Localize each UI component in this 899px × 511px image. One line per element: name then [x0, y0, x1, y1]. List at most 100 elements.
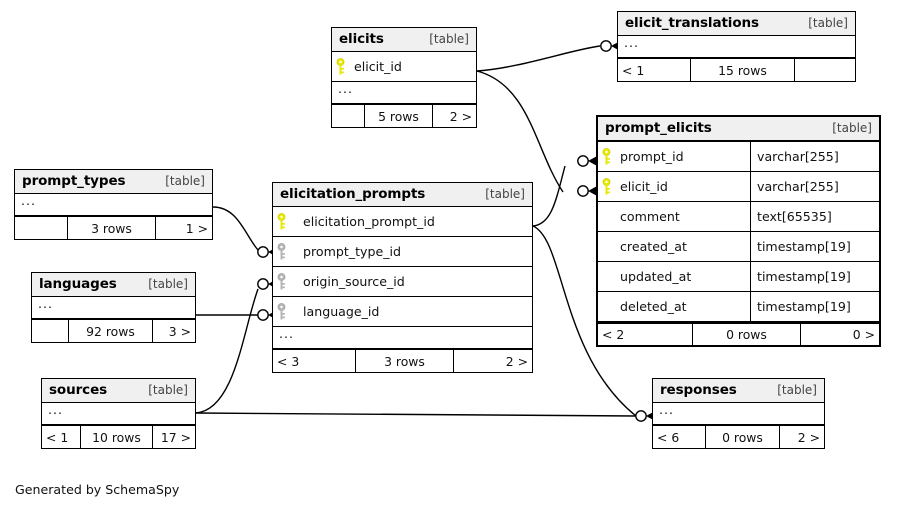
table-tag: [table]: [832, 121, 872, 135]
table-header: prompt_types [table]: [15, 170, 212, 194]
table-footer: 92 rows 3 >: [32, 319, 195, 342]
footer-children: [794, 59, 855, 81]
table-row[interactable]: created_at timestamp[19]: [598, 232, 879, 262]
more-columns-row: ...: [273, 327, 532, 349]
footer-children: 1 >: [155, 217, 212, 239]
table-tag: [table]: [485, 187, 525, 201]
footer-rows: 92 rows: [68, 320, 152, 342]
footer-rows: 15 rows: [690, 59, 794, 81]
foreign-key-icon: [273, 302, 289, 321]
footer-rows: 5 rows: [364, 105, 432, 127]
footer-rows: 0 rows: [692, 324, 800, 345]
column-type: timestamp[19]: [750, 292, 879, 321]
table-header: responses [table]: [653, 379, 824, 403]
table-header: sources [table]: [42, 379, 195, 403]
column-name: elicit_id: [620, 179, 668, 194]
table-name: prompt_types: [22, 173, 126, 189]
footer-rows: 3 rows: [67, 217, 155, 239]
table-prompt-elicits[interactable]: prompt_elicits [table] prompt_id varchar…: [596, 115, 881, 347]
more-columns-row: ...: [42, 403, 195, 425]
more-columns-row: ...: [332, 82, 476, 104]
more-columns-row: ...: [653, 403, 824, 425]
footer-children: 3 >: [152, 320, 195, 342]
table-name: prompt_elicits: [605, 120, 712, 136]
column-name: elicitation_prompt_id: [303, 214, 435, 229]
table-row[interactable]: prompt_type_id: [273, 237, 532, 267]
footer-children: 2 >: [453, 350, 532, 372]
table-row[interactable]: elicitation_prompt_id: [273, 207, 532, 237]
table-footer: < 3 3 rows 2 >: [273, 349, 532, 372]
column-name: updated_at: [620, 269, 692, 284]
column-name: elicit_id: [354, 59, 402, 74]
footer-children: 17 >: [152, 426, 195, 448]
table-responses[interactable]: responses [table] ... < 6 0 rows 2 >: [652, 378, 825, 449]
footer-parents: [32, 320, 68, 342]
table-elicits[interactable]: elicits [table] elicit_id ... 5 rows 2 >: [331, 27, 477, 128]
table-tag: [table]: [808, 16, 848, 30]
column-type: timestamp[19]: [750, 232, 879, 261]
generated-by-label: Generated by SchemaSpy: [15, 482, 180, 497]
column-name: prompt_id: [620, 149, 684, 164]
table-prompt-types[interactable]: prompt_types [table] ... 3 rows 1 >: [14, 169, 213, 240]
primary-key-icon: [598, 147, 614, 166]
table-header: elicitation_prompts [table]: [273, 183, 532, 207]
table-tag: [table]: [165, 174, 205, 188]
column-name: comment: [620, 209, 680, 224]
footer-children: 2 >: [432, 105, 476, 127]
ellipsis: ...: [338, 81, 354, 97]
primary-key-icon: [273, 212, 289, 231]
table-row[interactable]: elicit_id: [332, 52, 476, 82]
column-name: language_id: [303, 304, 380, 319]
table-tag: [table]: [148, 383, 188, 397]
ellipsis: ...: [279, 326, 295, 342]
table-tag: [table]: [777, 383, 817, 397]
footer-parents: [332, 105, 364, 127]
table-tag: [table]: [429, 32, 469, 46]
footer-parents: < 2: [602, 327, 625, 342]
column-type: varchar[255]: [750, 142, 879, 171]
table-row[interactable]: origin_source_id: [273, 267, 532, 297]
column-type: text[65535]: [750, 202, 879, 231]
more-columns-row: ...: [32, 297, 195, 319]
column-name: created_at: [620, 239, 687, 254]
foreign-key-icon: [273, 242, 289, 261]
table-row[interactable]: deleted_at timestamp[19]: [598, 292, 879, 322]
foreign-key-icon: [273, 272, 289, 291]
table-row[interactable]: prompt_id varchar[255]: [598, 142, 879, 172]
column-type: varchar[255]: [750, 172, 879, 201]
column-type: timestamp[19]: [750, 262, 879, 291]
table-name: languages: [39, 276, 117, 292]
table-footer: < 1 15 rows: [618, 58, 855, 81]
footer-parents: [15, 217, 67, 239]
footer-parents: < 3: [277, 353, 300, 369]
table-row[interactable]: elicit_id varchar[255]: [598, 172, 879, 202]
footer-rows: 10 rows: [80, 426, 152, 448]
table-footer: 5 rows 2 >: [332, 104, 476, 127]
table-elicitation-prompts[interactable]: elicitation_prompts [table] elicitation_…: [272, 182, 533, 373]
footer-children: 2 >: [779, 426, 824, 448]
primary-key-icon: [332, 57, 348, 76]
table-row[interactable]: updated_at timestamp[19]: [598, 262, 879, 292]
footer-rows: 3 rows: [355, 350, 453, 372]
more-columns-row: ...: [618, 36, 855, 58]
ellipsis: ...: [38, 296, 54, 312]
table-name: elicit_translations: [625, 15, 759, 31]
table-row[interactable]: comment text[65535]: [598, 202, 879, 232]
table-header: prompt_elicits [table]: [598, 117, 879, 142]
table-row[interactable]: language_id: [273, 297, 532, 327]
table-footer: 3 rows 1 >: [15, 216, 212, 239]
column-name: origin_source_id: [303, 274, 405, 289]
footer-parents: < 6: [657, 429, 680, 445]
footer-children: 0 >: [800, 324, 879, 345]
ellipsis: ...: [48, 402, 64, 418]
table-name: elicitation_prompts: [280, 186, 426, 202]
table-languages[interactable]: languages [table] ... 92 rows 3 >: [31, 272, 196, 343]
ellipsis: ...: [624, 35, 640, 51]
table-sources[interactable]: sources [table] ... < 1 10 rows 17 >: [41, 378, 196, 449]
footer-parents: < 1: [46, 429, 69, 445]
footer-rows: 0 rows: [705, 426, 779, 448]
table-footer: < 1 10 rows 17 >: [42, 425, 195, 448]
table-elicit-translations[interactable]: elicit_translations [table] ... < 1 15 r…: [617, 11, 856, 82]
column-name: prompt_type_id: [303, 244, 402, 259]
